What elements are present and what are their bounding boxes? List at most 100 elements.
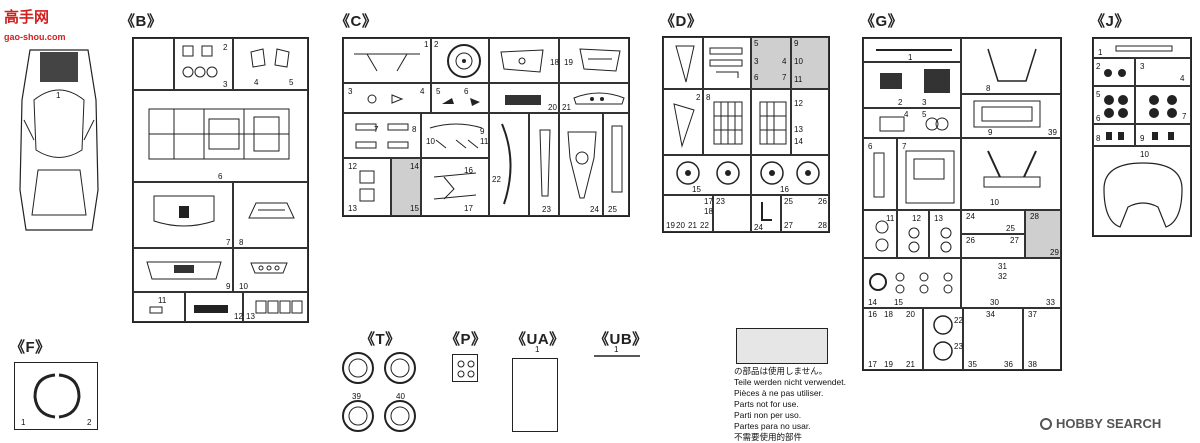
- part-number: 1: [614, 345, 619, 354]
- part-cell-d25-28: 25 26 27 28: [781, 195, 829, 232]
- part-g8-shape: [987, 48, 1037, 82]
- part-g22-wheel: [933, 315, 953, 361]
- part-number: 27: [1010, 236, 1019, 245]
- part-cell-b4-5: 4 5: [233, 38, 308, 90]
- part-cell-j7: 7: [1135, 86, 1191, 124]
- part-number: 36: [1004, 360, 1013, 369]
- part-cell-g31-33: 31 32 30 33: [961, 258, 1061, 308]
- part-number: 15: [692, 185, 701, 194]
- part-number: 26: [818, 197, 827, 206]
- part-c9-shape: [429, 123, 483, 149]
- part-c23-shape: [539, 129, 551, 197]
- part-j7-shape: [1149, 95, 1177, 118]
- part-number: 19: [564, 58, 573, 67]
- part-g13-shape: [940, 227, 952, 253]
- part-number: 19: [884, 360, 893, 369]
- section-title-d: 《D》: [660, 13, 703, 30]
- part-number: 35: [968, 360, 977, 369]
- part-cell-g8: 8: [961, 38, 1061, 94]
- section-title-ub: 《UB》: [594, 331, 648, 348]
- part-cell-b13: 13: [243, 292, 308, 322]
- part-cell-g4-5: 4 5: [863, 108, 961, 138]
- part-g14-shape: [869, 272, 953, 294]
- watermark-url-text: gao-shou.com: [4, 32, 66, 42]
- part-number: 39: [1048, 128, 1057, 137]
- part-number: 4: [420, 87, 425, 96]
- watermark-brand-text: HOBBY SEARCH: [1056, 416, 1162, 431]
- part-number: 22: [492, 175, 501, 184]
- car-top-view: [19, 49, 99, 231]
- part-number: 19: [666, 221, 675, 230]
- part-cell-g34-36: 34 35 36: [963, 308, 1023, 370]
- part-c16-shape: [433, 172, 477, 200]
- section-title-c: 《C》: [335, 13, 378, 30]
- part-g1-bar: [876, 49, 952, 51]
- part-cell-c3-4: 3 4: [343, 83, 431, 113]
- part-c20-grille: [505, 95, 541, 105]
- part-g10-shape: [983, 150, 1041, 188]
- part-j5-shape: [1104, 95, 1128, 118]
- part-number: 23: [542, 205, 551, 214]
- part-g7-shape: [905, 150, 955, 204]
- part-number: 21: [562, 103, 571, 112]
- section-title-t: 《T》: [360, 331, 401, 348]
- sprue-frame-g: 1 2 3 4 5 8 9 39 6 7 10 11 12 13: [862, 37, 1062, 371]
- part-number: 1: [21, 418, 26, 427]
- part-number: 5: [1096, 90, 1101, 99]
- sprue-frame-j: 1 2 3 4 5 6 7 8 9 10: [1092, 37, 1192, 237]
- part-cell-b7: 7: [133, 182, 233, 248]
- part-cell-d5-7: 5 3 4 6 7: [751, 37, 791, 89]
- part-c3-shape: [367, 94, 404, 104]
- part-j10-windshield: [1103, 162, 1183, 228]
- part-b6-chassis: [148, 108, 290, 160]
- part-number: 9: [226, 282, 231, 291]
- part-number: 29: [1050, 248, 1059, 257]
- part-cell-g12: 12: [897, 210, 929, 258]
- part-d16-wheels: [760, 161, 820, 185]
- watermark-hobby-search: HOBBY SEARCH: [1040, 416, 1161, 431]
- part-number: 14: [794, 137, 803, 146]
- part-number: 13: [348, 204, 357, 213]
- part-number: 5: [754, 39, 759, 48]
- part-number: 12: [234, 312, 243, 321]
- part-cell-c22: 22: [489, 113, 529, 216]
- note-line-it: Parti non per uso.: [734, 410, 802, 420]
- part-cell-c18: 18: [489, 38, 559, 83]
- part-number: 8: [412, 125, 417, 134]
- part-cell-d2: 2: [663, 89, 703, 155]
- part-number: 13: [934, 214, 943, 223]
- part-number: 4: [782, 57, 787, 66]
- not-for-use-note: の部品は使用しません。 Teile werden nicht verwendet…: [734, 366, 846, 443]
- section-title-f: 《F》: [10, 339, 51, 356]
- part-number: 6: [868, 142, 873, 151]
- watermark-logo-top: 高手网 gao-shou.com: [4, 6, 66, 45]
- part-number: 16: [464, 166, 473, 175]
- part-number: 3: [922, 98, 927, 107]
- part-number: 12: [794, 99, 803, 108]
- part-number: 24: [754, 223, 763, 232]
- part-cell-b12: 12: [185, 292, 243, 322]
- part-cell-g16-21: 16 18 20 17 19 21: [863, 308, 923, 370]
- part-cell-c5-6: 5 6: [431, 83, 489, 113]
- part-number: 20: [906, 310, 915, 319]
- part-number: 8: [706, 93, 711, 102]
- part-g4-shape: [879, 116, 949, 132]
- part-number: 7: [902, 142, 907, 151]
- part-cell-g13: 13: [929, 210, 961, 258]
- part-number: 20: [548, 103, 557, 112]
- section-title-j: 《J》: [1090, 13, 1130, 30]
- part-number: 8: [986, 84, 991, 93]
- part-cell-d23: 23: [713, 195, 751, 232]
- part-number: 28: [818, 221, 827, 230]
- part-cell-c2: 2: [431, 38, 489, 83]
- part-number: 21: [906, 360, 915, 369]
- part-d2-arm: [673, 103, 695, 148]
- part-number: 4: [904, 110, 909, 119]
- part-number: 24: [966, 212, 975, 221]
- part-number: 9: [988, 128, 993, 137]
- part-number: 25: [608, 205, 617, 214]
- note-line-zh: 不需要使用的部件: [734, 432, 803, 442]
- part-number: 1: [535, 345, 540, 354]
- part-cell-d8-grid1: 8: [703, 89, 751, 155]
- part-d8b-grid: [759, 101, 787, 145]
